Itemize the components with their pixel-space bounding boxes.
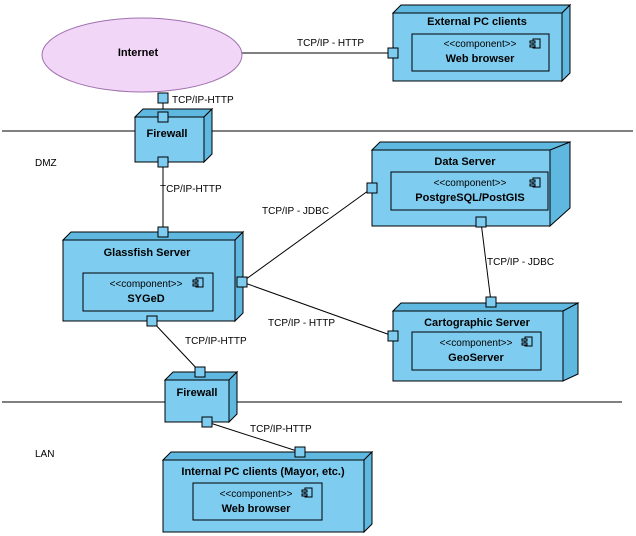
port-external-left[interactable]	[387, 47, 399, 59]
component-name: SYGeD	[127, 293, 164, 305]
node-top-face	[161, 451, 374, 461]
port-data-bottom[interactable]	[475, 216, 487, 228]
internet-ellipse[interactable]	[41, 17, 243, 93]
component-stereotype: <<component>>	[440, 338, 513, 349]
node-top-face	[370, 141, 572, 151]
component-box[interactable]	[82, 272, 214, 312]
port-carto-left[interactable]	[387, 330, 399, 342]
node-title: Cartographic Server	[424, 317, 530, 329]
node-firewall-bottom[interactable]: Firewall	[163, 370, 239, 424]
component-box[interactable]	[390, 171, 549, 211]
node-front-face	[134, 116, 205, 163]
node-side-face	[228, 370, 238, 424]
component-icon	[529, 177, 541, 188]
node-title: External PC clients	[427, 16, 527, 28]
node-top-face	[133, 108, 214, 118]
node-title: Internal PC clients (Mayor, etc.)	[181, 466, 345, 478]
label-data-carto: TCP/IP - JDBC	[487, 257, 554, 268]
component-name: GeoServer	[448, 352, 504, 364]
conn-data-carto[interactable]	[480, 221, 492, 303]
node-title: Firewall	[177, 387, 218, 399]
component-box[interactable]	[192, 482, 323, 521]
label-glassfish-firewall: TCP/IP-HTTP	[185, 336, 247, 347]
node-title: Glassfish Server	[104, 247, 192, 259]
label-firewall-internal: TCP/IP-HTTP	[250, 424, 312, 435]
node-front-face	[164, 379, 230, 423]
port-firewall-bottom-bottom[interactable]	[201, 416, 213, 428]
port-glassfish-bottom[interactable]	[146, 315, 158, 327]
conn-firewall-internal[interactable]	[206, 421, 301, 453]
label-internet-firewall: TCP/IP-HTTP	[172, 95, 234, 106]
label-firewall-glassfish: TCP/IP-HTTP	[160, 184, 222, 195]
node-cartographic-server[interactable]: Cartographic Server <<component>> GeoSer…	[391, 302, 580, 382]
component-box[interactable]	[411, 33, 550, 72]
zone-label-dmz: DMZ	[35, 158, 57, 169]
label-glassfish-carto: TCP/IP - HTTP	[268, 318, 335, 329]
node-title: Data Server	[434, 156, 496, 168]
port-glassfish-top[interactable]	[157, 226, 169, 238]
node-side-face	[561, 3, 571, 83]
port-carto-top[interactable]	[485, 296, 497, 308]
node-top-face	[61, 231, 245, 241]
conn-glassfish-data[interactable]	[241, 187, 373, 283]
component-name: PostgreSQL/PostGIS	[415, 192, 524, 204]
component-icon	[301, 487, 313, 498]
component-icon	[529, 38, 541, 49]
node-data-server[interactable]: Data Server <<component>> PostgreSQL/Pos…	[370, 141, 572, 228]
port-internal-top[interactable]	[294, 446, 306, 458]
port-data-left[interactable]	[366, 182, 378, 194]
component-stereotype: <<component>>	[444, 39, 517, 50]
node-side-face	[203, 107, 213, 164]
component-name: Web browser	[446, 53, 516, 65]
component-stereotype: <<component>>	[220, 489, 293, 500]
label-glassfish-data: TCP/IP - JDBC	[262, 206, 329, 217]
node-glassfish-server[interactable]: Glassfish Server <<component>> SYGeD	[61, 230, 245, 323]
node-side-face	[363, 450, 373, 534]
node-firewall-top[interactable]: Firewall	[133, 107, 214, 164]
port-firewall-top-top[interactable]	[157, 111, 169, 123]
component-box[interactable]	[411, 331, 542, 371]
component-icon	[192, 277, 204, 288]
port-firewall-bottom-top[interactable]	[194, 366, 206, 378]
port-firewall-top-bottom[interactable]	[157, 156, 169, 168]
component-icon	[521, 336, 533, 347]
node-external-pc-clients[interactable]: External PC clients <<component>> Web br…	[391, 3, 572, 83]
port-internet-bottom[interactable]	[157, 92, 169, 104]
conn-glassfish-carto[interactable]	[241, 281, 394, 337]
node-side-face	[562, 302, 579, 382]
internet-label: Internet	[118, 47, 159, 59]
component-stereotype: <<component>>	[110, 279, 183, 290]
component-stereotype: <<component>>	[434, 178, 507, 189]
component-name: Web browser	[222, 503, 292, 515]
node-internal-pc-clients[interactable]: Internal PC clients (Mayor, etc.) <<comp…	[161, 450, 374, 534]
label-internet-external: TCP/IP - HTTP	[297, 38, 364, 49]
node-top-face	[391, 4, 572, 14]
node-side-face	[549, 141, 571, 228]
node-title: Firewall	[147, 128, 188, 140]
zone-label-lan: LAN	[35, 449, 54, 460]
conn-glassfish-firewall[interactable]	[151, 320, 201, 373]
port-glassfish-right[interactable]	[236, 276, 248, 288]
